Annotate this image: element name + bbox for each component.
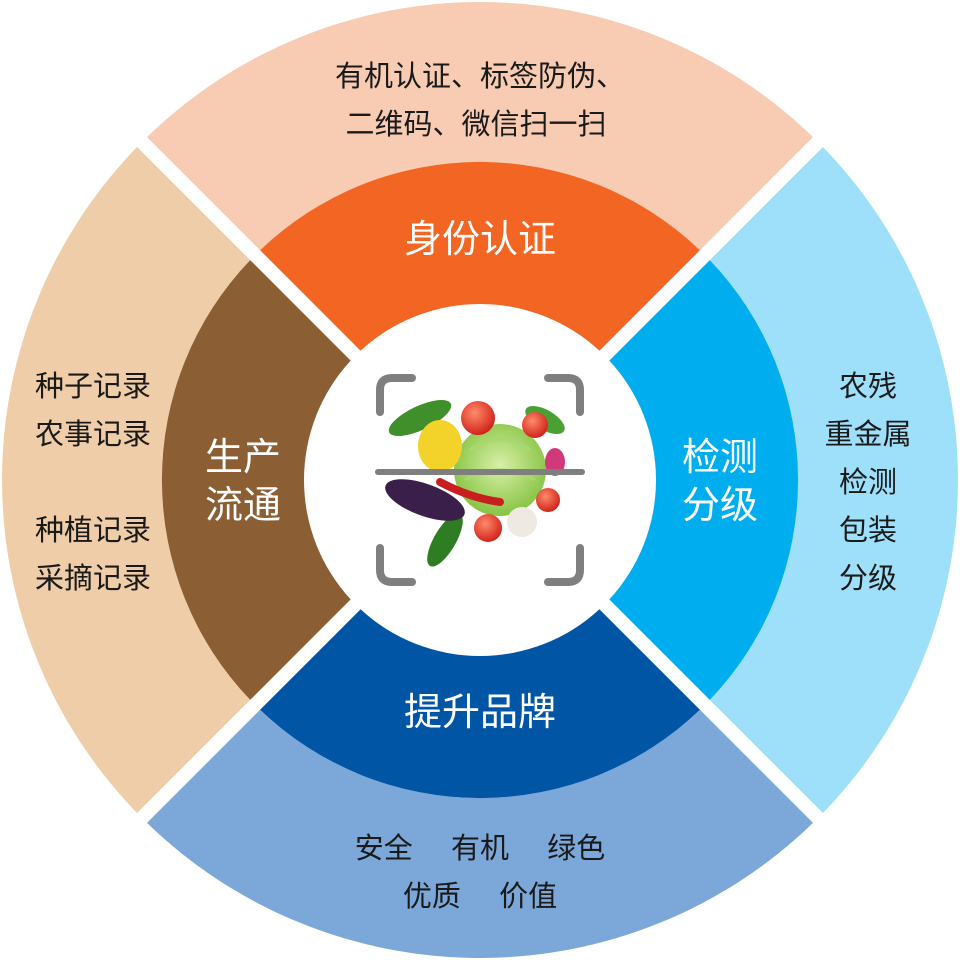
left-detail-item: 种子记录 bbox=[35, 369, 151, 403]
top-title: 身份认证 bbox=[404, 217, 556, 261]
left-detail-item: 农事记录 bbox=[35, 417, 151, 451]
right-detail-item: 农残 bbox=[839, 369, 897, 403]
ring-bottom-outer bbox=[147, 709, 813, 958]
right-detail-item: 分级 bbox=[839, 561, 897, 595]
bottom-detail-line-2: 优质 价值 bbox=[403, 879, 557, 913]
right-detail-item: 重金属 bbox=[824, 417, 911, 451]
ring-left-outer bbox=[2, 147, 251, 813]
ring-bottom-inner bbox=[260, 609, 700, 799]
bottom-title: 提升品牌 bbox=[404, 690, 556, 734]
left-title-line-2: 流通 bbox=[205, 483, 281, 527]
left-detail-item: 采摘记录 bbox=[35, 561, 151, 595]
right-detail-item: 检测 bbox=[839, 465, 897, 499]
ring-right-outer bbox=[709, 147, 958, 813]
top-detail-line-1: 有机认证、标签防伪、 bbox=[335, 59, 625, 93]
left-detail-item: 种植记录 bbox=[35, 513, 151, 547]
vegetables-scan-icon bbox=[375, 374, 585, 586]
ring-left-inner bbox=[161, 260, 351, 700]
right-title-line-2: 分级 bbox=[682, 483, 758, 527]
right-title-line-1: 检测 bbox=[682, 435, 758, 479]
bottom-detail-line-1: 安全 有机 绿色 bbox=[355, 831, 605, 865]
top-detail-line-2: 二维码、微信扫一扫 bbox=[345, 107, 606, 141]
ring-right-inner bbox=[609, 260, 799, 700]
left-title-line-1: 生产 bbox=[205, 435, 281, 479]
ring-top-outer bbox=[147, 2, 813, 251]
right-detail-item: 包装 bbox=[839, 513, 897, 547]
ring-top-inner bbox=[260, 161, 700, 351]
